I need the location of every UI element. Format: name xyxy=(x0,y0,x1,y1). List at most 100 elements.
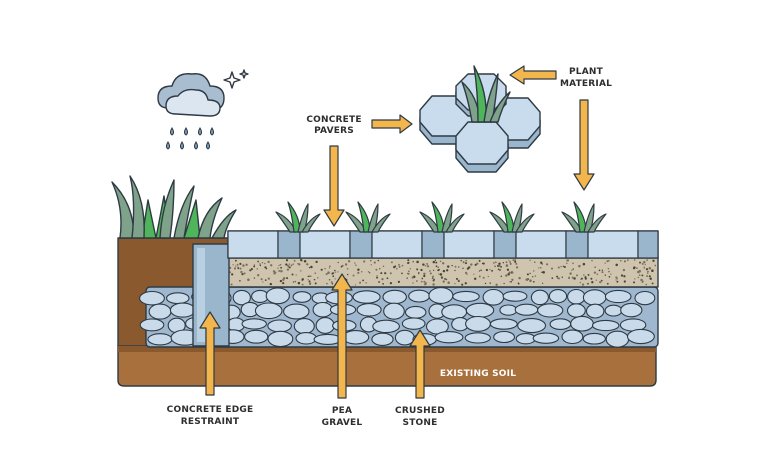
gravel-dot xyxy=(550,267,554,270)
gravel-dot xyxy=(646,272,649,274)
paver-block xyxy=(443,230,495,259)
gravel-dot xyxy=(439,260,442,263)
crushed-stone xyxy=(434,331,464,344)
gravel-dot xyxy=(534,275,537,277)
gravel-dot xyxy=(498,268,502,272)
gravel-dot xyxy=(407,262,409,264)
gravel-dot xyxy=(593,271,597,274)
gravel-dot xyxy=(437,266,439,268)
gravel-dot xyxy=(594,266,596,268)
gravel-dot xyxy=(606,260,609,263)
concrete-pavers-row xyxy=(227,230,659,259)
crushed-stone xyxy=(265,287,290,305)
gravel-dot xyxy=(493,261,495,264)
gravel-dot xyxy=(641,262,644,265)
gravel-dot xyxy=(363,260,366,263)
crushed-stone xyxy=(604,289,632,304)
gravel-dot xyxy=(494,265,497,268)
gravel-dot xyxy=(579,281,581,284)
gravel-dot xyxy=(599,281,602,284)
gravel-dot xyxy=(438,273,440,275)
gravel-dot xyxy=(426,262,429,265)
crushed-stone xyxy=(582,289,607,306)
gravel-dot xyxy=(331,282,334,285)
gravel-dot xyxy=(245,263,248,266)
gravel-dot xyxy=(587,273,590,276)
gravel-dot xyxy=(257,260,259,263)
gravel-dot xyxy=(505,261,508,264)
gravel-dot xyxy=(560,265,562,268)
gravel-dot xyxy=(280,266,282,269)
gravel-dot xyxy=(616,280,619,283)
gravel-dot xyxy=(300,258,303,262)
left-grass-clump xyxy=(111,175,237,239)
gravel-dot xyxy=(261,261,264,264)
gravel-dot xyxy=(470,263,473,266)
gravel-dot xyxy=(632,267,636,270)
label-plant-material-line1: PLANT xyxy=(569,67,604,77)
crushed-stone xyxy=(382,289,407,305)
gravel-dot xyxy=(315,260,318,264)
gravel-dot xyxy=(411,276,414,279)
gravel-dot xyxy=(568,277,570,280)
gravel-dot xyxy=(347,260,351,263)
gravel-dot xyxy=(401,264,404,267)
gravel-dot xyxy=(355,264,357,266)
grass-tuft xyxy=(561,201,607,233)
gravel-dot xyxy=(317,276,319,279)
gravel-dot xyxy=(451,264,453,267)
gravel-dot xyxy=(634,278,636,280)
paver-block xyxy=(299,230,351,259)
crushed-stone xyxy=(169,302,196,318)
gravel-dot xyxy=(303,260,307,263)
gravel-dot xyxy=(253,265,256,268)
gravel-dot xyxy=(648,267,652,270)
gravel-dot xyxy=(441,262,445,265)
gravel-dot xyxy=(352,274,355,277)
crushed-stone xyxy=(313,333,342,345)
crushed-stone xyxy=(295,332,317,345)
gravel-dot xyxy=(566,262,568,265)
gravel-dot xyxy=(619,259,622,262)
gravel-dot xyxy=(310,265,313,269)
grass-blade xyxy=(301,213,321,233)
gravel-dot xyxy=(457,280,460,282)
arrow-crushed-stone-up xyxy=(409,329,431,399)
gravel-dot xyxy=(584,276,587,279)
gravel-dot xyxy=(288,263,291,265)
gravel-dot xyxy=(308,266,311,269)
gravel-dot xyxy=(462,261,465,264)
gravel-dot xyxy=(644,263,646,266)
gravel-dot xyxy=(466,267,470,270)
label-concrete-pavers-line1: CONCRETE xyxy=(306,115,361,125)
gravel-dot xyxy=(473,273,475,275)
gravel-dot xyxy=(233,267,237,270)
crushed-stone xyxy=(372,319,400,334)
gravel-dot xyxy=(429,270,431,272)
crushed-stone xyxy=(582,332,606,345)
gravel-dot xyxy=(646,259,648,261)
gravel-dot xyxy=(454,282,456,285)
gravel-dot xyxy=(398,263,400,266)
gravel-dot xyxy=(571,276,574,279)
gravel-dot xyxy=(534,261,536,263)
gravel-dot xyxy=(529,279,532,282)
gravel-dot xyxy=(432,269,435,272)
gravel-dot xyxy=(370,264,372,266)
gravel-dot xyxy=(654,264,657,267)
gravel-dot xyxy=(480,269,482,272)
gravel-dot xyxy=(623,260,627,263)
gravel-dot xyxy=(283,277,286,280)
gravel-dot xyxy=(566,259,570,262)
gravel-dot xyxy=(337,271,339,273)
gravel-dot xyxy=(253,264,256,266)
label-concrete-edge-restraint-line2: RESTRAINT xyxy=(181,417,240,427)
gravel-dot xyxy=(340,266,343,268)
gravel-dot xyxy=(309,275,312,277)
gravel-dot xyxy=(314,272,317,275)
gravel-dot xyxy=(250,267,253,270)
gravel-dot xyxy=(298,263,301,266)
gravel-dot xyxy=(645,268,649,271)
gravel-dot xyxy=(604,274,606,276)
crushed-stone xyxy=(371,332,394,346)
